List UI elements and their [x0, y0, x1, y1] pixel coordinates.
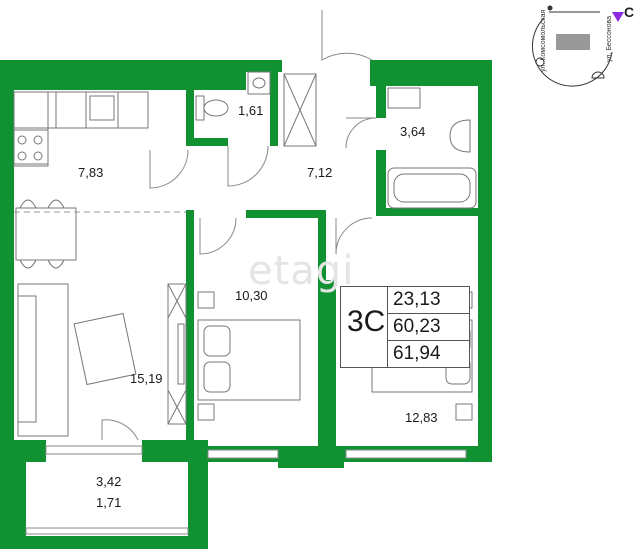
windows — [25, 445, 467, 535]
wall-right — [478, 60, 492, 462]
wall-top-right — [370, 60, 492, 86]
area-bath: 3,64 — [400, 124, 426, 139]
wall-bedroom-bottom-gap — [278, 454, 344, 468]
building-marker — [556, 34, 590, 50]
info-separator — [387, 287, 388, 367]
info-divider-2 — [387, 340, 469, 341]
area-hall: 7,12 — [307, 165, 333, 180]
window-balcony — [25, 527, 189, 535]
street-label-2: ул. Бессонова — [606, 15, 613, 62]
wall-living-bedroom — [186, 210, 194, 446]
apartment-code: 3С — [347, 305, 386, 338]
balcony-wall-left — [0, 440, 26, 549]
area-room2: 12,83 — [405, 410, 438, 425]
balcony-wall-right — [188, 440, 208, 549]
watermark: etagi — [248, 248, 355, 294]
bedroom-bed — [197, 291, 301, 421]
wall-bath-bottom — [376, 208, 480, 216]
sun-icon — [535, 57, 545, 67]
hall-shelf — [283, 73, 317, 147]
wall-bath-left2 — [376, 150, 386, 216]
wall-top-left — [0, 60, 246, 90]
wall-left — [0, 60, 14, 549]
area-living: 15,19 — [130, 371, 163, 386]
area-wc: 1,61 — [238, 103, 264, 118]
area-balcony-full: 3,42 — [96, 474, 122, 489]
living-area-value: 23,13 — [393, 289, 441, 310]
wall-wc-bottom — [194, 138, 228, 146]
wardrobe — [167, 283, 187, 425]
kitchen-furniture — [13, 91, 149, 167]
balcony-wall-bottom — [0, 536, 208, 549]
north-letter: С — [624, 4, 635, 20]
window-room2 — [345, 449, 467, 459]
window-bedroom — [207, 449, 279, 459]
apartment-info-box: 3С 23,13 60,23 61,94 — [340, 286, 470, 368]
street-label-1: ул. Комсомольская — [540, 9, 547, 72]
wall-bedroom-top — [246, 210, 326, 218]
total-area-value: 60,23 — [393, 316, 441, 337]
wc-fixtures — [195, 71, 271, 121]
window-living — [45, 445, 143, 455]
wall-room2-left — [326, 280, 336, 446]
sofa — [17, 283, 137, 437]
wall-bath-left — [376, 86, 386, 118]
doors — [101, 10, 377, 441]
wall-top-mid — [246, 60, 282, 72]
wall-bedroom-right — [318, 210, 326, 446]
total-with-balcony-value: 61,94 — [393, 343, 441, 364]
info-divider-1 — [387, 313, 469, 314]
compass-arrow-icon — [612, 12, 624, 22]
wall-wc-left — [186, 90, 194, 146]
compass-arc — [531, 17, 613, 87]
dining-table — [15, 199, 77, 269]
wall-wc-right — [270, 72, 278, 146]
sunset-icon — [591, 71, 605, 79]
area-balcony-reduced: 1,71 — [96, 495, 122, 510]
bath-fixtures — [387, 87, 477, 209]
area-bedroom: 10,30 — [235, 288, 268, 303]
orientation-graphic — [531, 5, 624, 87]
area-kitchen: 7,83 — [78, 165, 104, 180]
